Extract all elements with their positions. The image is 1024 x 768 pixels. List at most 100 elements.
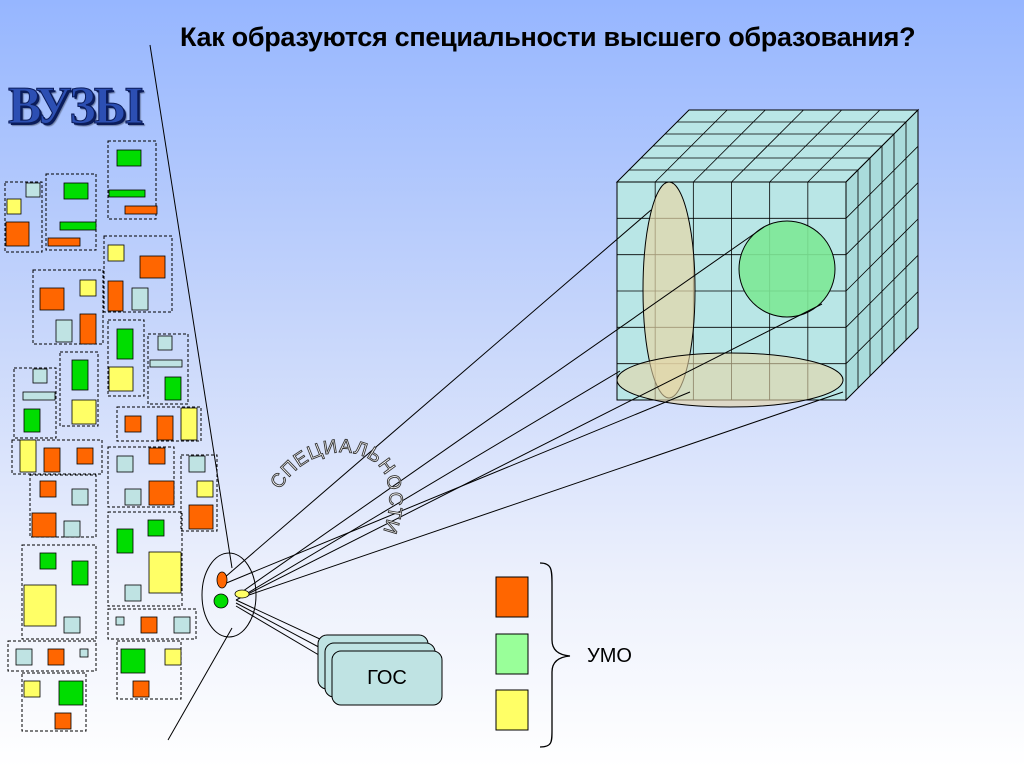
- specialty-marker: [58, 680, 84, 706]
- funnel-line-bottom: [167, 627, 233, 741]
- specialty-marker: [63, 182, 89, 200]
- university-block: [116, 640, 182, 700]
- arc-text-specialties: СПЕЦИАЛЬНОСТИ: [267, 436, 406, 537]
- university-block-frame: [107, 446, 175, 508]
- umo-brace: [539, 562, 571, 748]
- university-block: [107, 140, 158, 220]
- specialty-marker: [6, 198, 22, 215]
- university-block: [21, 544, 97, 640]
- gos-stack: [317, 634, 443, 706]
- university-block-frame: [107, 608, 197, 640]
- vuzy-logo: ВУЗЫ: [8, 75, 144, 135]
- specialty-marker: [116, 149, 142, 167]
- specialty-marker: [23, 680, 41, 698]
- university-block-frame: [107, 140, 157, 220]
- umo-square-orange: [495, 576, 529, 618]
- university-block: [107, 608, 197, 640]
- specialty-marker: [115, 616, 125, 626]
- specialty-marker: [107, 244, 125, 262]
- funnel-line-top: [149, 44, 233, 569]
- source-point-yellow: [234, 589, 250, 599]
- university-block: [32, 269, 104, 345]
- university-block-frame: [13, 367, 57, 439]
- umo-label: УМО: [587, 645, 632, 667]
- specialty-marker: [71, 399, 97, 425]
- gos-line: [235, 599, 323, 641]
- specialty-marker: [107, 280, 124, 312]
- university-block-frame: [107, 319, 145, 397]
- university-block: [180, 454, 218, 532]
- specialty-marker: [157, 335, 173, 351]
- university-block-frame: [4, 181, 43, 253]
- university-block-frame: [21, 672, 87, 732]
- specialty-marker: [47, 648, 65, 666]
- specialty-marker: [116, 328, 134, 360]
- university-block: [107, 511, 183, 607]
- source-point-green: [213, 593, 229, 609]
- university-block-frame: [21, 544, 97, 640]
- specialty-marker: [148, 447, 166, 465]
- gos-card-front: [331, 650, 443, 706]
- university-block-frame: [11, 439, 103, 475]
- specialty-cube: [615, 108, 920, 408]
- specialty-marker: [39, 287, 65, 311]
- slide-title: Как образуются специальности высшего обр…: [180, 22, 916, 52]
- specialty-marker: [55, 319, 73, 343]
- specialty-marker: [19, 439, 37, 473]
- specialty-marker: [124, 205, 158, 215]
- cube-sphere: [738, 220, 836, 318]
- specialty-marker: [139, 255, 166, 279]
- university-block-frame: [29, 474, 97, 538]
- specialty-marker: [22, 391, 56, 401]
- specialty-marker: [188, 504, 214, 530]
- university-block-frame: [147, 333, 189, 405]
- gos-line: [235, 602, 329, 653]
- specialty-marker: [15, 648, 33, 666]
- projection-line: [235, 226, 765, 597]
- university-block-frame: [45, 173, 97, 251]
- specialty-marker: [156, 415, 174, 441]
- specialty-marker: [140, 616, 158, 634]
- specialty-marker: [63, 520, 81, 538]
- specialty-marker: [71, 488, 89, 506]
- university-block: [13, 367, 57, 439]
- specialty-marker: [180, 407, 198, 441]
- specialty-marker: [124, 415, 142, 433]
- university-blocks: [4, 140, 218, 732]
- cube-horizontal-ellipse: [616, 352, 844, 408]
- specialty-marker: [39, 552, 57, 570]
- specialty-marker: [31, 512, 57, 538]
- university-block: [29, 474, 97, 538]
- specialty-marker: [148, 551, 182, 594]
- university-block: [7, 640, 97, 672]
- university-block: [11, 439, 103, 475]
- cube-grid-line: [845, 291, 919, 364]
- projection-line: [245, 370, 621, 595]
- specialty-marker: [108, 366, 134, 392]
- specialty-marker: [23, 584, 57, 627]
- specialty-marker: [148, 480, 175, 506]
- specialty-marker: [79, 648, 89, 658]
- specialty-marker: [76, 447, 94, 465]
- specialty-marker: [164, 376, 182, 401]
- specialty-marker: [5, 221, 30, 247]
- specialty-marker: [116, 528, 134, 554]
- projection-line: [235, 303, 823, 601]
- university-block: [116, 406, 202, 442]
- specialty-marker: [188, 455, 206, 473]
- specialty-marker: [25, 182, 41, 198]
- source-point-orange: [216, 571, 228, 589]
- university-block-frame: [103, 235, 173, 313]
- specialty-marker: [79, 313, 97, 345]
- university-block-frame: [116, 640, 182, 700]
- university-block: [4, 181, 43, 253]
- specialty-marker: [54, 712, 72, 730]
- umo-square-yellow: [495, 689, 529, 731]
- university-block-frame: [7, 640, 97, 672]
- specialty-marker: [164, 648, 182, 666]
- projection-line: [245, 391, 844, 597]
- university-block: [21, 672, 87, 732]
- specialty-marker: [131, 287, 149, 311]
- university-block: [45, 173, 97, 251]
